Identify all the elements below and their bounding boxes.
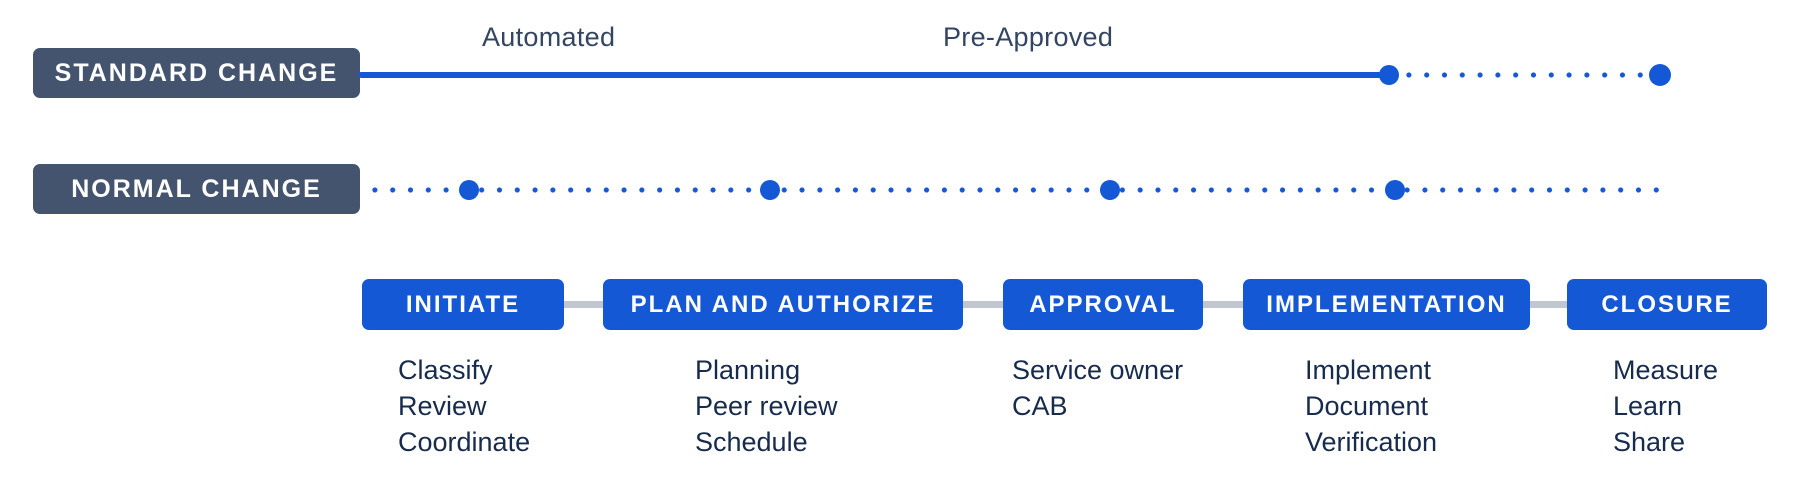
stage-button-approval: APPROVAL [1003,279,1203,330]
list-item: Implement [1305,355,1432,385]
list-item: Review [398,391,487,421]
list-item: Peer review [695,391,838,421]
stage-label: PLAN AND AUTHORIZE [630,290,936,318]
list-item: Service owner [1012,355,1184,385]
list-item: Coordinate [398,427,531,457]
stage-button-plan-and-authorize: PLAN AND AUTHORIZE [603,279,963,330]
stage-label: IMPLEMENTATION [1266,290,1507,318]
list-item: CAB [1012,391,1068,421]
list-item: Classify [398,355,493,385]
normal-milestone-dot-3 [1100,180,1120,200]
standard-change-label: STANDARD CHANGE [54,58,339,87]
stage-items-closure: Measure Learn Share [1613,352,1718,460]
normal-change-chip: NORMAL CHANGE [33,164,360,214]
normal-milestone-dot-2 [760,180,780,200]
list-item: Document [1305,391,1429,421]
list-item: Verification [1305,427,1438,457]
list-item: Learn [1613,391,1683,421]
stage-button-implementation: IMPLEMENTATION [1243,279,1530,330]
standard-change-chip: STANDARD CHANGE [33,48,360,98]
stage-label: APPROVAL [1029,290,1177,318]
automated-label: Automated [482,22,616,52]
normal-milestone-dot-4 [1385,180,1405,200]
standard-solid-line [358,72,1389,78]
stage-button-initiate: INITIATE [362,279,564,330]
list-item: Share [1613,427,1686,457]
standard-dotted-line [1400,72,1648,78]
stage-button-closure: CLOSURE [1567,279,1767,330]
pre-approved-label: Pre-Approved [943,22,1114,52]
stage-label: CLOSURE [1601,290,1733,318]
stage-items-approval: Service owner CAB [1012,352,1183,424]
normal-dotted-line [366,187,1671,193]
normal-change-label: NORMAL CHANGE [71,174,322,203]
stage-items-implementation: Implement Document Verification [1305,352,1437,460]
standard-milestone-dot [1379,65,1399,85]
list-item: Schedule [695,427,808,457]
stage-label: INITIATE [405,290,521,318]
stage-items-initiate: Classify Review Coordinate [398,352,530,460]
normal-milestone-dot-1 [459,180,479,200]
stage-items-plan-and-authorize: Planning Peer review Schedule [695,352,838,460]
standard-endpoint-dot [1649,64,1671,86]
list-item: Planning [695,355,801,385]
list-item: Measure [1613,355,1719,385]
